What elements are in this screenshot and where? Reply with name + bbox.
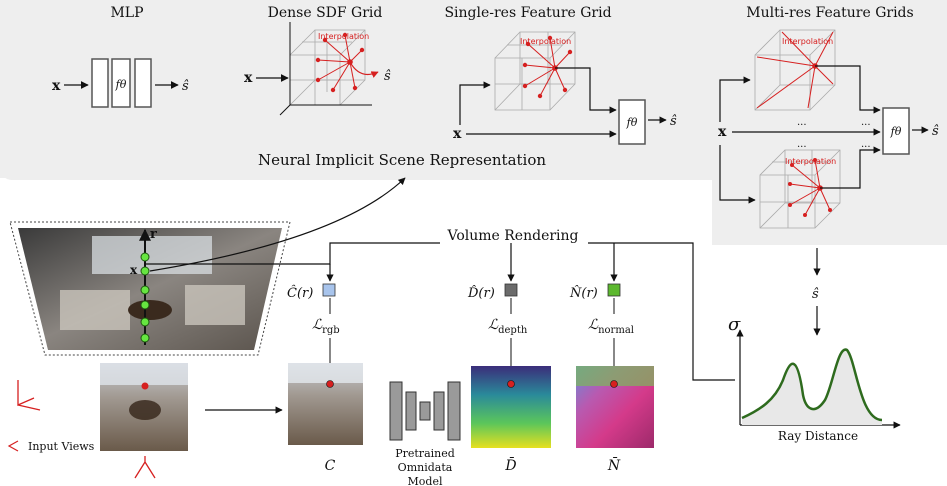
mlp-layer-3: [134, 58, 152, 108]
color-square: [322, 283, 336, 297]
omnidata-model-icon: [389, 381, 461, 441]
normal-target-pixel: [610, 380, 618, 388]
representation-caption: Neural Implicit Scene Representation: [258, 151, 546, 169]
multi-net-label: fθ: [890, 125, 902, 138]
normal-square: [607, 283, 621, 297]
single-title: Single-res Feature Grid: [444, 5, 611, 21]
loss-normal: ℒnormal: [588, 317, 634, 336]
depth-target-image: [471, 366, 551, 448]
ray-label: r: [150, 227, 157, 242]
single-interp-label: Interpolation: [520, 37, 571, 46]
multi-net-box: [882, 107, 910, 155]
room-frustum: [9, 221, 291, 356]
multi-output: ŝ: [932, 124, 939, 139]
multi-dots-1: ...: [797, 117, 807, 128]
dense-axis: [279, 104, 291, 116]
multi-grid-cube-bottom: [759, 149, 841, 229]
mlp-output: ŝ: [182, 79, 189, 94]
multi-title: Multi-res Feature Grids: [746, 5, 913, 21]
ray-sample-points: [140, 252, 150, 343]
dense-grid-cube: [289, 29, 366, 106]
depth-square: [504, 283, 518, 297]
mlp-input-x: x: [52, 78, 61, 94]
mlp-layer-1: [91, 58, 109, 108]
point-label: x: [130, 263, 138, 277]
dense-title: Dense SDF Grid: [268, 5, 383, 21]
multi-dots-3: ...: [861, 117, 871, 128]
multi-interp-lines-top: [756, 31, 834, 109]
rgb-target-pixel: [326, 380, 334, 388]
multi-input-x: x: [718, 124, 727, 140]
single-input-x: x: [453, 126, 462, 142]
normal-prediction: N̂(r): [569, 285, 598, 301]
normal-target-label: N̄: [607, 456, 621, 474]
single-grid-cube: [494, 31, 576, 111]
single-interp-lines: [524, 37, 571, 97]
input-views-icon: [7, 440, 19, 452]
color-prediction: Ĉ(r): [287, 284, 313, 301]
camera-icon: [134, 456, 156, 479]
single-net-box: [618, 99, 646, 145]
loss-depth: ℒdepth: [488, 317, 528, 336]
density-sigma: σ: [728, 314, 741, 335]
rgb-target-label: C: [325, 458, 336, 474]
mlp-net-label: fθ: [115, 78, 127, 91]
depth-prediction: D̂(r): [467, 285, 495, 301]
mlp-title: MLP: [110, 5, 143, 21]
multi-grid-cube-top: [754, 29, 836, 111]
volume-rendering-title: Volume Rendering: [447, 228, 579, 244]
multi-interp-lines-bottom: [789, 159, 831, 216]
density-curve: [741, 348, 883, 422]
density-curve-fill: [742, 349, 882, 425]
mlp-layer-2: [111, 58, 131, 108]
density-xlabel: Ray Distance: [778, 429, 858, 443]
density-s-hat: ŝ: [812, 287, 819, 302]
multi-dots-4: ...: [861, 139, 871, 150]
input-view-pixel: [141, 382, 149, 390]
multi-grid-points-bottom: [788, 158, 832, 217]
model-label-line2: Omnidata: [398, 461, 453, 474]
camera-icon-left: [17, 380, 41, 411]
dense-interp-lines: [317, 34, 363, 91]
dense-input-x: x: [244, 70, 253, 86]
single-net-label: fθ: [626, 116, 638, 129]
dense-output: ŝ: [384, 69, 391, 84]
multi-dots-2: ...: [797, 139, 807, 150]
dense-interp-label: Interpolation: [318, 32, 369, 41]
input-views-label: Input Views: [28, 440, 95, 453]
depth-target-pixel: [507, 380, 515, 388]
depth-target-label: D̄: [504, 456, 516, 474]
loss-rgb: ℒrgb: [312, 317, 340, 336]
multi-res-panel-ext: [712, 170, 947, 245]
multi-interp-label-bottom: Interpolation: [785, 157, 836, 166]
multi-interp-label-top: Interpolation: [782, 37, 833, 46]
single-output: ŝ: [670, 114, 677, 129]
model-label-line1: Pretrained: [395, 447, 455, 460]
model-label-line3: Model: [408, 475, 443, 486]
